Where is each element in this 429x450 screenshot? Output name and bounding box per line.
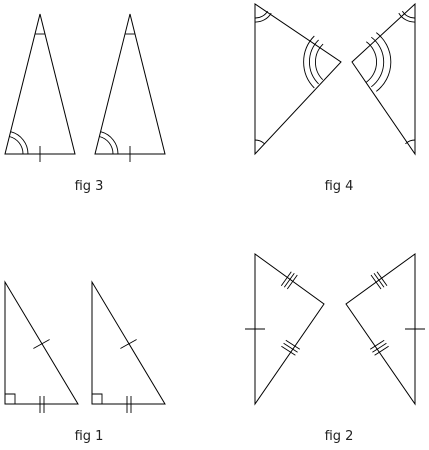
fig4-left-vertex-arc-3 — [303, 35, 315, 89]
fig2-left-upper-side-tick-3 — [286, 274, 298, 290]
fig4-right-top-angle-arc-outer — [398, 12, 416, 23]
fig1-right-hypotenuse-tick — [120, 339, 137, 349]
fig4-right-top-angle-arc-inner — [402, 10, 416, 19]
fig4-left-bottom-angle-arc — [254, 139, 265, 145]
fig2-left-lower-side-tick-2 — [283, 342, 298, 353]
fig2-right-upper-side-tick-3 — [376, 271, 388, 286]
fig4-left-top-angle-arc-outer — [254, 12, 272, 23]
fig3-label: fig 3 — [75, 179, 104, 194]
fig2-triangle-left — [254, 253, 325, 406]
fig3-left-base-angle-arc-outer — [10, 131, 29, 155]
fig2-label: fig 2 — [325, 429, 354, 444]
fig1-right-right-angle-mark — [92, 393, 103, 404]
fig2-right-lower-side-tick-1 — [369, 339, 385, 350]
fig3-left-base-angle-arc-inner — [9, 136, 24, 155]
fig2-left-upper-side-tick-2 — [283, 273, 295, 288]
fig4-left-top-angle-arc-inner — [254, 10, 268, 19]
fig2-left-upper-side-tick-1 — [280, 271, 292, 286]
fig1-left-hypotenuse-tick — [33, 339, 50, 349]
fig2-right-lower-side-tick-3 — [374, 345, 389, 356]
fig3-triangle-right — [94, 13, 166, 155]
figure-4: fig 4 — [254, 2, 416, 194]
fig4-left-vertex-arc-2 — [309, 39, 319, 85]
fig2-right-upper-side-tick-1 — [370, 274, 382, 290]
fig4-triangle-right — [351, 2, 416, 156]
fig4-left-vertex-arc-1 — [315, 43, 324, 81]
fig3-triangle-left — [4, 13, 76, 155]
fig3-right-base-angle-arc-inner — [99, 136, 114, 155]
figure-3: fig 3 — [4, 13, 166, 194]
fig2-right-lower-side-tick-2 — [372, 342, 387, 353]
fig4-triangle-left — [254, 3, 342, 156]
fig4-right-vertex-arc-1 — [366, 41, 378, 83]
fig4-right-bottom-angle-arc — [405, 139, 416, 145]
fig2-left-lower-side-tick-1 — [281, 345, 296, 356]
fig1-triangle-left — [4, 280, 79, 405]
fig4-label: fig 4 — [325, 179, 354, 194]
figure-2: fig 2 — [245, 253, 425, 444]
fig4-right-vertex-arc-2 — [371, 36, 385, 88]
figure-1: fig 1 — [4, 280, 166, 444]
fig1-label: fig 1 — [75, 429, 104, 444]
fig4-right-vertex-arc-3 — [376, 32, 392, 92]
fig2-right-upper-side-tick-2 — [373, 273, 385, 288]
fig1-left-right-angle-mark — [5, 393, 16, 404]
fig2-left-lower-side-tick-3 — [285, 339, 301, 350]
fig1-triangle-right — [91, 280, 166, 405]
fig3-right-base-angle-arc-outer — [100, 131, 119, 155]
